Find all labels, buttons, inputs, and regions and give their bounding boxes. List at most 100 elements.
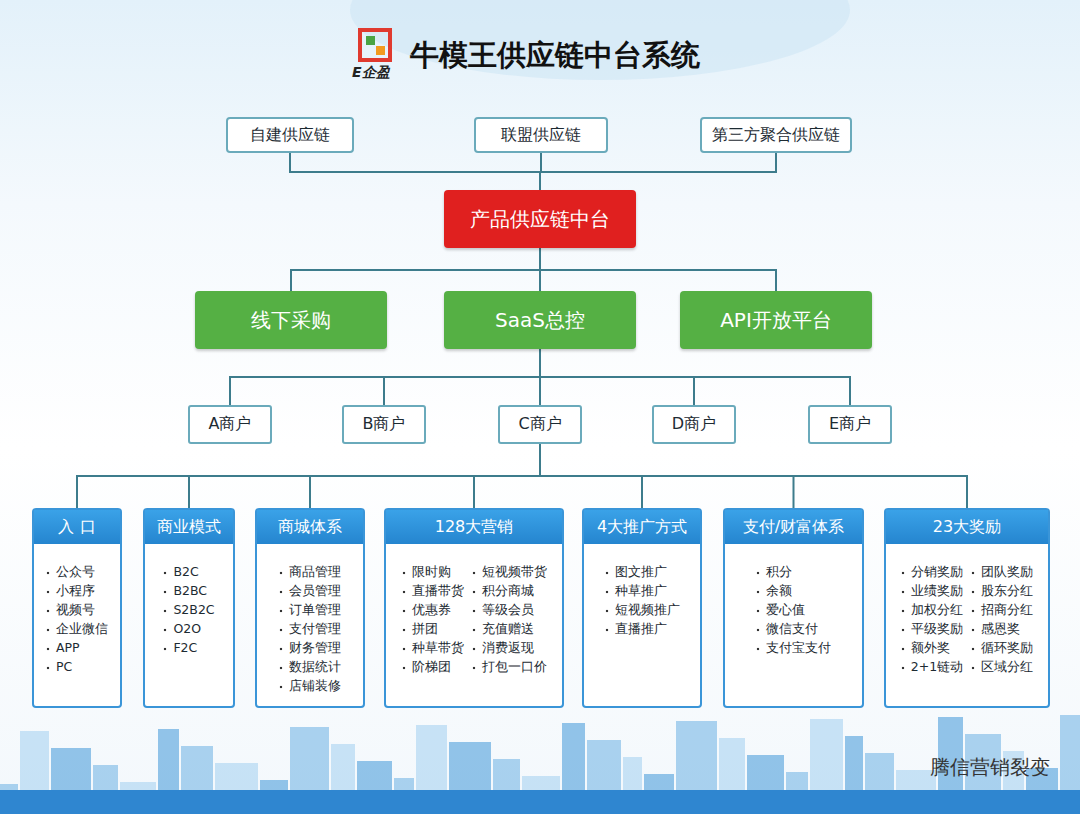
list-item: 等级会员 — [472, 602, 547, 618]
list-item: 业绩奖励 — [901, 583, 963, 599]
connector — [539, 248, 541, 291]
list-item: 直播推广 — [605, 621, 680, 637]
connector — [384, 349, 540, 405]
core-box: 产品供应链中台 — [444, 190, 636, 248]
feature-panel: 128大营销限时购短视频带货直播带货积分商城优惠券等级会员拼团充值赠送种草带货消… — [384, 508, 564, 708]
city-skyline — [0, 715, 1080, 814]
platform-box: API开放平台 — [680, 291, 872, 349]
list-item: 店铺装修 — [279, 678, 341, 694]
connector — [540, 349, 850, 405]
list-item: 视频号 — [46, 602, 108, 618]
panel-header: 23大奖励 — [886, 510, 1048, 544]
list-item: 会员管理 — [279, 583, 341, 599]
merchant-box: D商户 — [652, 405, 736, 444]
list-item: 招商分红 — [971, 602, 1033, 618]
logo-mark — [360, 30, 390, 60]
list-item: 团队奖励 — [971, 564, 1033, 580]
connector — [230, 349, 540, 405]
panel-body: 限时购短视频带货直播带货积分商城优惠券等级会员拼团充值赠送种草带货消费返现阶梯团… — [386, 544, 562, 675]
list-item: 积分 — [756, 564, 831, 580]
list-item: 微信支付 — [756, 621, 831, 637]
connector — [474, 444, 540, 508]
list-item: 2+1链动 — [901, 659, 963, 675]
list-item: 平级奖励 — [901, 621, 963, 637]
list-item: 优惠券 — [402, 602, 464, 618]
list-item: 支付宝支付 — [756, 640, 831, 656]
box-label: 线下采购 — [251, 307, 331, 334]
box-label: 第三方聚合供应链 — [712, 125, 840, 146]
platform-box: 线下采购 — [195, 291, 387, 349]
source-box: 联盟供应链 — [474, 117, 608, 153]
list-item: 加权分红 — [901, 602, 963, 618]
list-item: 打包一口价 — [472, 659, 547, 675]
box-label: A商户 — [209, 414, 252, 435]
panel-body: 商品管理会员管理订单管理支付管理财务管理数据统计店铺装修 — [257, 544, 363, 694]
feature-panel: 商城体系商品管理会员管理订单管理支付管理财务管理数据统计店铺装修 — [255, 508, 365, 708]
panel-header: 4大推广方式 — [584, 510, 700, 544]
list-item: 公众号 — [46, 564, 108, 580]
list-item: 股东分红 — [971, 583, 1033, 599]
panel-header: 128大营销 — [386, 510, 562, 544]
list-item: O2O — [163, 621, 214, 637]
connector — [540, 444, 794, 508]
list-item: 额外奖 — [901, 640, 963, 656]
list-item: 财务管理 — [279, 640, 341, 656]
box-label: 自建供应链 — [250, 125, 330, 146]
logo-text: E企盈 — [352, 64, 390, 82]
merchant-box: A商户 — [188, 405, 272, 444]
feature-panel: 4大推广方式图文推广种草推广短视频推广直播推广 — [582, 508, 702, 708]
box-label: B商户 — [363, 414, 406, 435]
box-label: API开放平台 — [720, 307, 832, 334]
connector — [540, 153, 776, 190]
list-item: 感恩奖 — [971, 621, 1033, 637]
list-item: 种草推广 — [605, 583, 680, 599]
list-item: PC — [46, 659, 108, 675]
list-item: 支付管理 — [279, 621, 341, 637]
panel-body: 图文推广种草推广短视频推广直播推广 — [584, 544, 700, 637]
list-item: 积分商城 — [472, 583, 547, 599]
globe — [350, 0, 850, 80]
box-label: D商户 — [672, 414, 716, 435]
list-item: B2C — [163, 564, 214, 580]
platform-box: SaaS总控 — [444, 291, 636, 349]
list-item: 数据统计 — [279, 659, 341, 675]
list-item: 阶梯团 — [402, 659, 464, 675]
list-item: F2C — [163, 640, 214, 656]
diagram-title: 牛模王供应链中台系统 — [410, 36, 700, 76]
feature-panel: 商业模式B2CB2BCS2B2CO2OF2C — [143, 508, 235, 708]
list-item: 短视频带货 — [472, 564, 547, 580]
list-item: 区域分红 — [971, 659, 1033, 675]
connector — [291, 248, 540, 291]
box-label: 产品供应链中台 — [470, 206, 610, 233]
panel-header: 入 口 — [34, 510, 120, 544]
list-item: 直播带货 — [402, 583, 464, 599]
panel-body: 公众号小程序视频号企业微信 APP PC — [34, 544, 120, 675]
connector — [189, 444, 540, 508]
merchant-box: E商户 — [808, 405, 892, 444]
feature-panel: 支付/财富体系积分余额爱心值微信支付支付宝支付 — [723, 508, 864, 708]
list-item: 企业微信 — [46, 621, 108, 637]
panel-body: 分销奖励团队奖励业绩奖励股东分红加权分红招商分红平级奖励感恩奖额外奖循环奖励2+… — [886, 544, 1048, 675]
list-item: 订单管理 — [279, 602, 341, 618]
box-label: 联盟供应链 — [501, 125, 581, 146]
list-item: 消费返现 — [472, 640, 547, 656]
connector — [290, 153, 540, 190]
source-box: 自建供应链 — [226, 117, 354, 153]
merchant-box: C商户 — [498, 405, 582, 444]
list-item: 分销奖励 — [901, 564, 963, 580]
list-item: 限时购 — [402, 564, 464, 580]
panel-body: 积分余额爱心值微信支付支付宝支付 — [725, 544, 862, 656]
list-item: 小程序 — [46, 583, 108, 599]
feature-panel: 23大奖励分销奖励团队奖励业绩奖励股东分红加权分红招商分红平级奖励感恩奖额外奖循… — [884, 508, 1050, 708]
panel-header: 商城体系 — [257, 510, 363, 544]
connector — [310, 444, 540, 508]
list-item: 商品管理 — [279, 564, 341, 580]
list-item: 拼团 — [402, 621, 464, 637]
list-item: APP — [46, 640, 108, 656]
panel-header: 支付/财富体系 — [725, 510, 862, 544]
watermark: 腾信营销裂变 — [930, 754, 1050, 781]
panel-body: B2CB2BCS2B2CO2OF2C — [145, 544, 233, 656]
list-item: S2B2C — [163, 602, 214, 618]
list-item: 图文推广 — [605, 564, 680, 580]
box-label: SaaS总控 — [495, 307, 585, 334]
